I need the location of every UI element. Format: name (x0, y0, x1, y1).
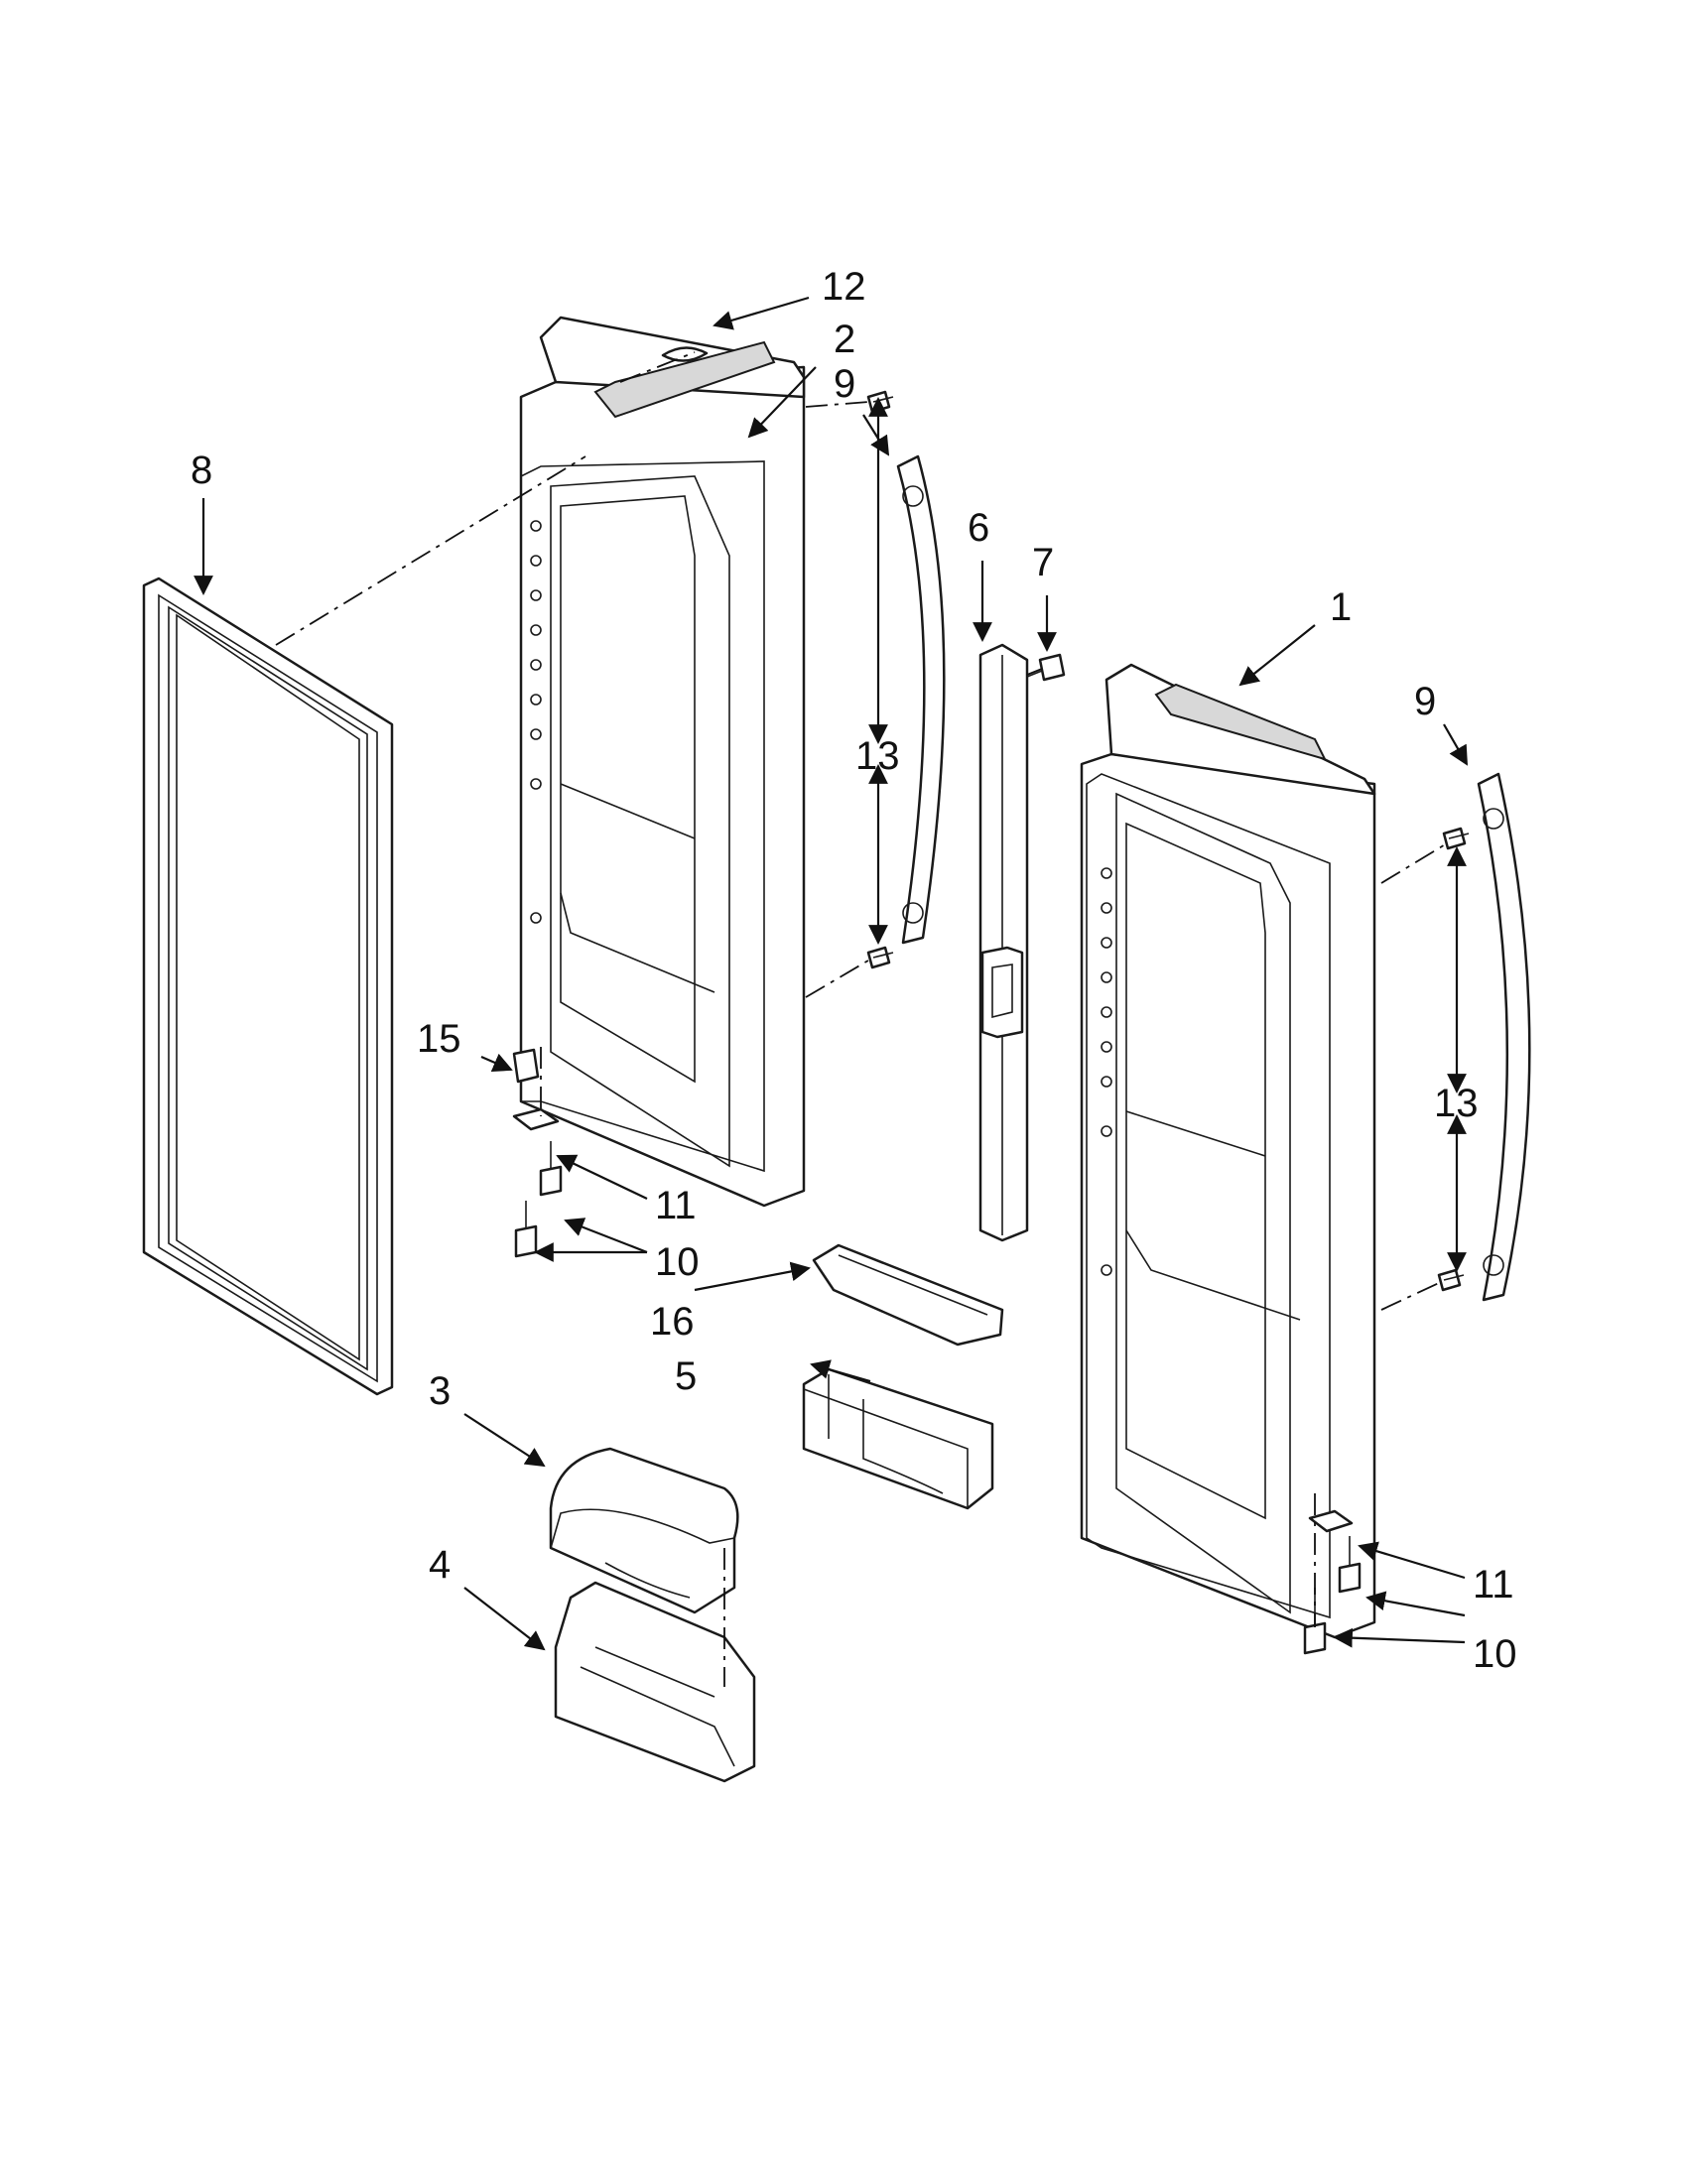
right-handle-screws (1437, 827, 1470, 1292)
callout-10-right: 10 (1473, 1632, 1517, 1676)
callout-7: 7 (1032, 541, 1054, 584)
left-hinge-parts (512, 1048, 563, 1258)
part-4-dairy-bin (554, 1581, 756, 1783)
callout-6: 6 (968, 506, 989, 550)
part-center-mullion (978, 643, 1029, 1242)
callout-15: 15 (417, 1017, 461, 1061)
callout-11-left: 11 (655, 1184, 697, 1227)
left-handle-screws (866, 390, 894, 969)
part-right-door (1080, 663, 1376, 1639)
callout-numbers: 1 2 3 4 5 6 7 8 9 9 10 10 11 11 12 13 13… (191, 265, 1517, 1676)
callout-11-right: 11 (1473, 1563, 1514, 1606)
callout-8: 8 (191, 449, 212, 492)
assembly-lines (275, 351, 1448, 1687)
callout-13-left: 13 (855, 734, 900, 778)
callout-9-left: 9 (834, 362, 855, 406)
callout-9-right: 9 (1414, 680, 1436, 723)
callout-13-right: 13 (1434, 1082, 1479, 1125)
callout-2: 2 (834, 318, 855, 361)
part-16-shelf-cover (812, 1243, 1004, 1347)
callout-3: 3 (429, 1369, 451, 1413)
part-door-gasket (142, 577, 394, 1396)
part-3-dairy-door (549, 1447, 739, 1614)
callout-12: 12 (822, 265, 866, 309)
part-5-door-bin (802, 1367, 994, 1510)
callout-5: 5 (675, 1354, 697, 1398)
callout-16: 16 (650, 1300, 695, 1344)
callout-1: 1 (1330, 585, 1352, 629)
right-hinge-parts (1303, 1509, 1362, 1655)
callout-10-left: 10 (655, 1240, 700, 1284)
callout-leaders (194, 296, 1468, 1651)
part-left-door (519, 316, 806, 1208)
part-7-screw (1026, 653, 1066, 682)
callout-4: 4 (429, 1543, 451, 1587)
part-left-handle (896, 454, 946, 945)
part-right-handle (1477, 772, 1531, 1302)
